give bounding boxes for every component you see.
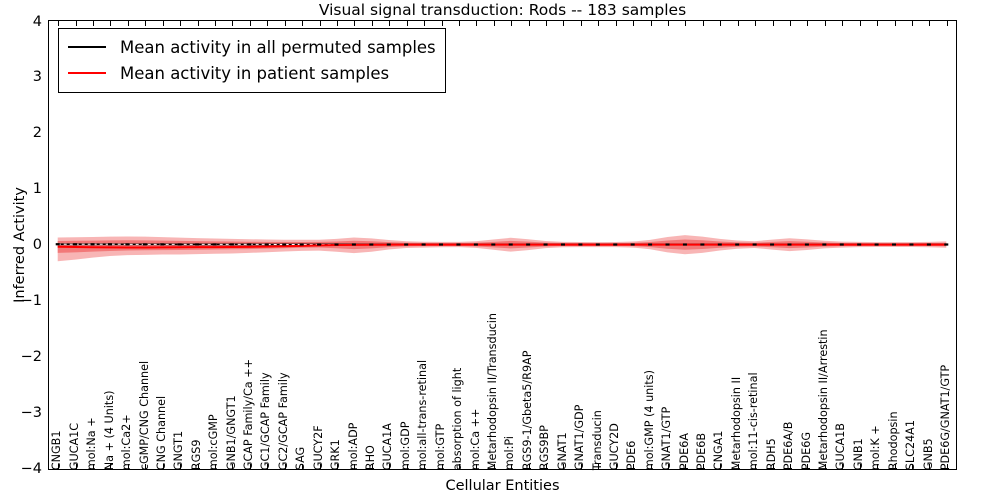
permuted-marker	[595, 243, 600, 246]
permuted-marker	[90, 243, 95, 246]
y-tick-label: 0	[32, 236, 42, 253]
permuted-marker	[160, 243, 165, 246]
permuted-marker	[874, 243, 879, 246]
y-tick-label: 3	[32, 69, 42, 86]
permuted-marker	[822, 243, 827, 246]
permuted-marker	[351, 243, 356, 246]
permuted-marker	[926, 243, 931, 246]
permuted-marker	[717, 243, 722, 246]
permuted-marker	[560, 243, 565, 246]
chart-legend: Mean activity in all permuted samples Me…	[58, 28, 446, 93]
y-tick-label: 2	[32, 125, 42, 141]
y-tick-label: −3	[20, 404, 42, 421]
permuted-marker	[735, 243, 740, 246]
permuted-marker	[613, 243, 618, 246]
permuted-marker	[752, 243, 757, 246]
permuted-marker	[473, 243, 478, 246]
permuted-marker	[264, 243, 269, 246]
legend-line-swatch-red-icon	[68, 72, 106, 74]
permuted-marker	[944, 243, 949, 246]
legend-label-permuted: Mean activity in all permuted samples	[120, 37, 436, 57]
permuted-marker	[299, 243, 304, 246]
permuted-marker	[107, 243, 112, 246]
permuted-marker	[247, 243, 252, 246]
permuted-marker	[421, 243, 426, 246]
permuted-marker	[334, 243, 339, 246]
permuted-marker	[526, 243, 531, 246]
permuted-marker	[909, 243, 914, 246]
legend-line-swatch-black-icon	[68, 46, 106, 48]
permuted-marker	[578, 243, 583, 246]
patient-mean-line	[57, 243, 947, 249]
permuted-marker	[386, 243, 391, 246]
permuted-marker	[177, 243, 182, 246]
permuted-marker	[491, 243, 496, 246]
permuted-marker	[229, 243, 234, 246]
permuted-marker	[665, 243, 670, 246]
y-tick-label: −4	[20, 460, 42, 477]
plot-svg	[55, 235, 949, 262]
permuted-marker	[55, 243, 60, 246]
permuted-marker	[892, 243, 897, 246]
permuted-marker	[508, 243, 513, 246]
permuted-marker	[142, 243, 147, 246]
permuted-marker	[630, 243, 635, 246]
permuted-marker	[804, 243, 809, 246]
y-axis-tick-labels: 4 3 2 1 0 −1 −2 −3 −4	[0, 0, 42, 500]
legend-label-patient: Mean activity in patient samples	[120, 63, 390, 83]
permuted-marker	[195, 243, 200, 246]
plot-area	[48, 20, 957, 470]
permuted-marker	[543, 243, 548, 246]
permuted-marker	[369, 243, 374, 246]
y-tick-label: 4	[32, 13, 42, 30]
permuted-marker	[125, 243, 130, 246]
legend-item-permuted[interactable]: Mean activity in all permuted samples	[68, 34, 436, 60]
permuted-marker	[857, 243, 862, 246]
y-tick-label: −1	[20, 292, 42, 309]
permuted-marker	[682, 243, 687, 246]
legend-item-patient[interactable]: Mean activity in patient samples	[68, 60, 436, 86]
patient-confidence-band-outer	[57, 235, 947, 262]
patient-confidence-band-inner	[57, 239, 947, 253]
permuted-marker	[439, 243, 444, 246]
permuted-marker	[317, 243, 322, 246]
y-tick-label: 1	[32, 180, 42, 197]
permuted-marker	[787, 243, 792, 246]
permuted-marker	[282, 243, 287, 246]
permuted-marker	[73, 243, 78, 246]
page-title: Visual signal transduction: Rods -- 183 …	[318, 1, 687, 19]
permuted-marker	[700, 243, 705, 246]
permuted-marker	[648, 243, 653, 246]
permuted-marker	[404, 243, 409, 246]
permuted-marker	[770, 243, 775, 246]
y-tick-label: −2	[20, 348, 42, 365]
permuted-marker	[839, 243, 844, 246]
permuted-marker	[456, 243, 461, 246]
x-axis-label: Cellular Entities	[445, 478, 560, 494]
permuted-marker	[212, 243, 217, 246]
